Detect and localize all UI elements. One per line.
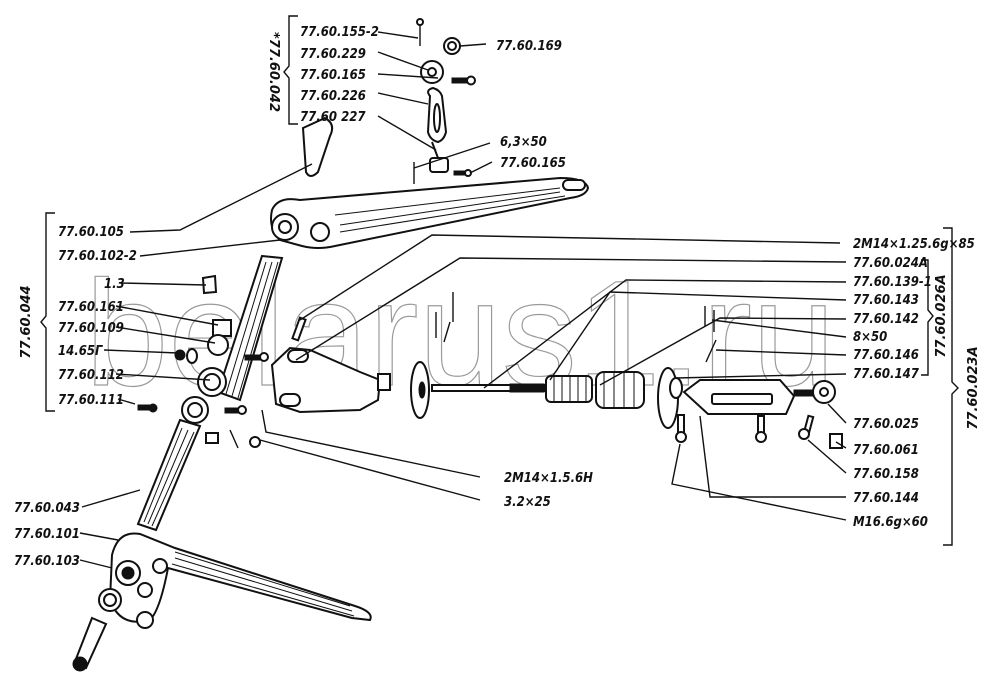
- housing-77-60-144: [682, 379, 796, 415]
- label-77-60-227: 77.60 227: [300, 110, 366, 125]
- label-2m14-1-5-6h: 2M14×1.5.6H: [504, 471, 593, 486]
- group-label-77-60-023A: 77.60.023A: [966, 346, 981, 429]
- ring-77-60-111: [137, 396, 209, 424]
- leader-lines: [79, 31, 847, 569]
- cotter-pin-top: [416, 18, 424, 46]
- spring-inner: [545, 375, 593, 403]
- upper-lever: [270, 176, 590, 249]
- label-77-60-165-b: 77.60.165: [500, 156, 566, 171]
- label-77-60-142: 77.60.142: [853, 312, 919, 327]
- group-label-77-60-026A: 77.60.026A: [934, 274, 949, 357]
- group-label-77-60-044: 77.60.044: [19, 285, 34, 358]
- label-77-60-102-2: 77.60.102-2: [58, 249, 137, 264]
- label-77-60-109: 77.60.109: [58, 321, 124, 336]
- label-77-60-161: 77.60.161: [58, 300, 124, 315]
- label-77-60-229: 77.60.229: [300, 47, 366, 62]
- bracket-77-60-044: [40, 212, 55, 412]
- boss-77-60-109: [207, 334, 229, 356]
- washer-77-60-147: [657, 367, 683, 429]
- bolt-14-65: [174, 348, 198, 364]
- washer-lower: [98, 588, 122, 612]
- bolt-77-60-165-a: [451, 75, 476, 86]
- label-m16-6g-60: M16.6g×60: [853, 515, 928, 530]
- bolt-side: [244, 352, 269, 362]
- label-3-2x25: 3.2×25: [504, 495, 551, 510]
- label-77-60-143: 77.60.143: [853, 293, 919, 308]
- nut-77-60-169: [443, 37, 461, 55]
- small-bolts: [205, 405, 261, 449]
- label-77-60-147: 77.60.147: [853, 367, 920, 382]
- label-8x50: 8×50: [853, 330, 887, 345]
- label-77-60-025: 77.60.025: [853, 417, 919, 432]
- sleeve-77-60-105: [301, 116, 334, 177]
- clevis-77-60-024A: [270, 346, 391, 414]
- bracket-77-60-026A: [921, 259, 934, 376]
- group-label-77-60-042: *77.60.042: [266, 32, 281, 112]
- label-77-60-165: 77.60.165: [300, 68, 366, 83]
- label-2m14-85: 2M14×1.25.6g×85: [853, 237, 975, 252]
- label-77-60-024A: 77.60.024A: [853, 256, 928, 271]
- label-77-60-139-1: 77.60.139-1: [853, 275, 932, 290]
- bolt-77-60-158: [798, 414, 815, 440]
- label-77-60-155-2: 77.60.155-2: [300, 25, 379, 40]
- label-14-65: 14.65Г: [58, 344, 103, 359]
- label-77-60-226: 77.60.226: [300, 89, 366, 104]
- label-77-60-144: 77.60.144: [853, 491, 919, 506]
- splined-shaft-upper: [216, 254, 284, 402]
- washer-77-60-229: [420, 60, 444, 84]
- bracket-77-60-023A: [943, 227, 959, 546]
- spring-outer: [595, 371, 645, 409]
- bolt-m16: [675, 414, 687, 443]
- label-6-3x50: 6,3×50: [500, 135, 547, 150]
- bushing-77-60-161: [212, 319, 232, 337]
- bolt-77-60-165-b: [453, 169, 472, 177]
- bracket-77-60-042: [283, 15, 298, 125]
- label-77-60-105: 77.60.105: [58, 225, 124, 240]
- label-77-60-112: 77.60.112: [58, 368, 124, 383]
- link-77-60-226: [426, 86, 448, 144]
- grease-fitting-1-3: [201, 274, 218, 295]
- bushing-77-60-112: [197, 367, 227, 397]
- label-77-60-169: 77.60.169: [496, 39, 562, 54]
- label-77-60-061: 77.60.061: [853, 443, 919, 458]
- label-77-60-111: 77.60.111: [58, 393, 124, 408]
- bolt-mid: [755, 415, 767, 443]
- pin-lower: [72, 616, 108, 672]
- label-77-60-103: 77.60.103: [14, 554, 80, 569]
- label-77-60-043: 77.60.043: [14, 501, 80, 516]
- pins-8x50: [435, 292, 717, 363]
- label-77-60-158: 77.60.158: [853, 467, 919, 482]
- washer-77-60-139-1: [410, 361, 430, 419]
- label-77-60-101: 77.60.101: [14, 527, 80, 542]
- nut-77-60-061: [829, 433, 843, 449]
- label-1-3: 1.3: [104, 277, 125, 292]
- lower-lever: [108, 532, 372, 629]
- splined-shaft-77-60-043: [136, 418, 202, 532]
- label-77-60-146: 77.60.146: [853, 348, 919, 363]
- eye-77-60-025: [793, 380, 836, 404]
